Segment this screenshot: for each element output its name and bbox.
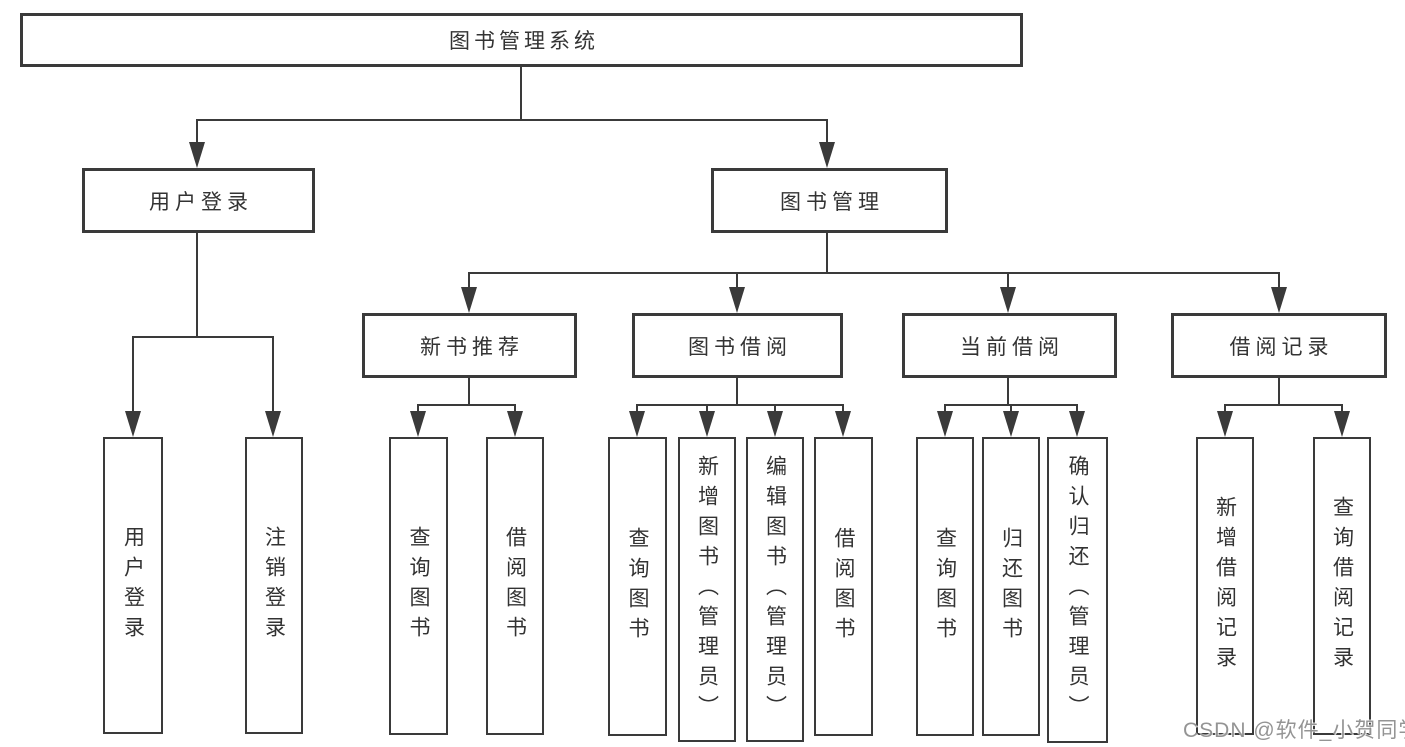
- connector-line: [636, 404, 844, 406]
- arrow-down-icon: [835, 411, 851, 437]
- node-leaf-query-borrow-record: 查询借阅记录: [1313, 437, 1371, 735]
- connector-line: [826, 232, 828, 274]
- connector-line: [1010, 404, 1012, 413]
- node-borrowing-records: 借阅记录: [1171, 313, 1387, 378]
- connector-line: [196, 119, 198, 144]
- connector-line: [520, 65, 522, 120]
- arrow-down-icon: [937, 411, 953, 437]
- arrow-down-icon: [461, 287, 477, 313]
- connector-line: [132, 337, 134, 413]
- node-book-management: 图书管理: [711, 168, 948, 233]
- watermark: CSDN @软件_小贺同学: [1183, 719, 1405, 742]
- node-leaf-add-borrow-record: 新增借阅记录: [1196, 437, 1254, 735]
- connector-line: [1007, 273, 1009, 289]
- node-library-management-system: 图书管理系统: [20, 13, 1023, 67]
- arrow-down-icon: [410, 411, 426, 437]
- node-leaf-query-books-2: 查询图书: [608, 437, 667, 736]
- connector-line: [1341, 404, 1343, 413]
- connector-line: [706, 404, 708, 413]
- connector-line: [826, 119, 828, 144]
- arrow-down-icon: [1271, 287, 1287, 313]
- connector-line: [196, 232, 198, 338]
- arrow-down-icon: [819, 142, 835, 168]
- connector-line: [1278, 273, 1280, 289]
- connector-line: [944, 404, 946, 413]
- connector-line: [468, 377, 470, 405]
- arrow-down-icon: [507, 411, 523, 437]
- arrow-down-icon: [1217, 411, 1233, 437]
- arrow-down-icon: [1334, 411, 1350, 437]
- node-book-borrowing: 图书借阅: [632, 313, 843, 378]
- node-leaf-add-books-admin: 新增图书（管理员）: [678, 437, 736, 742]
- connector-line: [272, 337, 274, 413]
- node-leaf-confirm-return-admin: 确认归还（管理员）: [1047, 437, 1108, 743]
- arrow-down-icon: [265, 411, 281, 437]
- connector-line: [842, 404, 844, 413]
- connector-line: [1278, 377, 1280, 405]
- connector-line: [196, 119, 828, 121]
- connector-line: [132, 336, 274, 338]
- node-leaf-borrow-books-2: 借阅图书: [814, 437, 873, 736]
- node-leaf-borrow-books-1: 借阅图书: [486, 437, 544, 735]
- connector-line: [468, 273, 470, 289]
- arrow-down-icon: [189, 142, 205, 168]
- connector-line: [1076, 404, 1078, 413]
- connector-line: [736, 377, 738, 405]
- arrow-down-icon: [1000, 287, 1016, 313]
- node-current-borrowing: 当前借阅: [902, 313, 1117, 378]
- arrow-down-icon: [629, 411, 645, 437]
- connector-line: [468, 272, 1280, 274]
- node-leaf-user-login: 用户登录: [103, 437, 163, 734]
- connector-line: [417, 404, 419, 413]
- node-user-login: 用户登录: [82, 168, 315, 233]
- connector-line: [1224, 404, 1226, 413]
- connector-line: [636, 404, 638, 413]
- connector-line: [944, 404, 1078, 406]
- arrow-down-icon: [1003, 411, 1019, 437]
- connector-line: [1007, 377, 1009, 405]
- node-leaf-edit-books-admin: 编辑图书（管理员）: [746, 437, 804, 742]
- connector-line: [774, 404, 776, 413]
- node-new-book-recommendation: 新书推荐: [362, 313, 577, 378]
- arrow-down-icon: [767, 411, 783, 437]
- arrow-down-icon: [699, 411, 715, 437]
- arrow-down-icon: [1069, 411, 1085, 437]
- arrow-down-icon: [125, 411, 141, 437]
- connector-line: [514, 404, 516, 413]
- connector-line: [1224, 404, 1343, 406]
- node-leaf-query-books-3: 查询图书: [916, 437, 974, 736]
- connector-line: [736, 273, 738, 289]
- node-leaf-query-books-1: 查询图书: [389, 437, 448, 735]
- node-leaf-logout: 注销登录: [245, 437, 303, 734]
- arrow-down-icon: [729, 287, 745, 313]
- connector-line: [417, 404, 516, 406]
- node-leaf-return-books: 归还图书: [982, 437, 1040, 736]
